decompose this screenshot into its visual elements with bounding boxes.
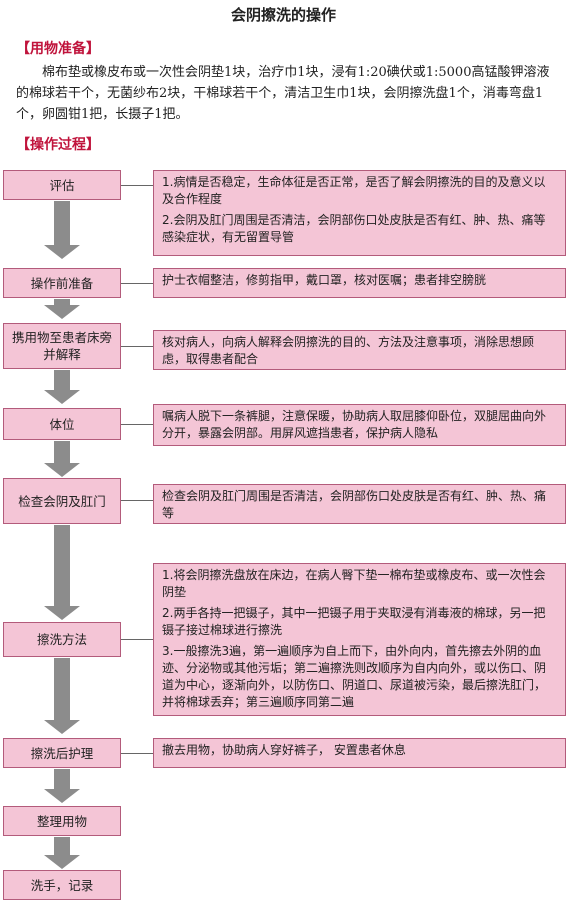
- desc-aftercare: 撤去用物，协助病人穿好裤子， 安置患者休息: [153, 738, 566, 768]
- flow-arrow-down: [44, 658, 80, 734]
- desc-line: 嘱病人脱下一条裤腿，注意保暖，协助病人取屈膝仰卧位，双腿屈曲向外分开，暴露会阴部…: [162, 409, 547, 440]
- flow-arrow-down: [44, 525, 80, 620]
- connector-line: [121, 639, 153, 640]
- flow-arrow-down: [44, 370, 80, 404]
- desc-line: 护士衣帽整洁，修剪指甲，戴口罩，核对医嘱；患者排空膀胱: [162, 273, 487, 287]
- desc-preparation: 护士衣帽整洁，修剪指甲，戴口罩，核对医嘱；患者排空膀胱: [153, 268, 566, 298]
- connector-line: [121, 185, 153, 186]
- process-header: 【操作过程】: [16, 137, 100, 153]
- step-position: 体位: [3, 408, 121, 440]
- connector-line: [121, 424, 153, 425]
- desc-assessment: 1.病情是否稳定，生命体征是否正常，是否了解会阴擦洗的目的及意义以及合作程度 2…: [153, 170, 566, 256]
- step-scrub-method: 擦洗方法: [3, 622, 121, 657]
- step-inspect: 检查会阴及肛门: [3, 478, 121, 524]
- desc-line: 检查会阴及肛门周围是否清洁，会阴部伤口处皮肤是否有红、肿、热、痛等: [162, 489, 547, 520]
- step-wash-record: 洗手，记录: [3, 870, 121, 900]
- desc-line: 1.将会阴擦洗盘放在床边，在病人臀下垫一棉布垫或橡皮布、或一次性会阴垫: [162, 568, 546, 599]
- desc-scrub-method: 1.将会阴擦洗盘放在床边，在病人臀下垫一棉布垫或橡皮布、或一次性会阴垫 2.两手…: [153, 563, 566, 716]
- flow-arrow-down: [44, 837, 80, 869]
- materials-header: 【用物准备】: [16, 41, 100, 57]
- desc-line: 撤去用物，协助病人穿好裤子， 安置患者休息: [162, 743, 406, 757]
- flow-arrow-down: [44, 769, 80, 803]
- desc-position: 嘱病人脱下一条裤腿，注意保暖，协助病人取屈膝仰卧位，双腿屈曲向外分开，暴露会阴部…: [153, 404, 566, 446]
- step-tidy: 整理用物: [3, 806, 121, 836]
- connector-line: [121, 753, 153, 754]
- step-preparation: 操作前准备: [3, 268, 121, 298]
- desc-line: 1.病情是否稳定，生命体征是否正常，是否了解会阴擦洗的目的及意义以及合作程度: [162, 175, 546, 206]
- step-aftercare: 擦洗后护理: [3, 738, 121, 768]
- materials-text: 棉布垫或橡皮布或一次性会阴垫1块，治疗巾1块，浸有1:20碘伏或1:5000高锰…: [16, 65, 550, 122]
- page-title: 会阴擦洗的操作: [230, 6, 336, 24]
- flow-arrow-down: [44, 299, 80, 319]
- step-explain: 携用物至患者床旁并解释: [3, 323, 121, 369]
- desc-line: 2.会阴及肛门周围是否清洁，会阴部伤口处皮肤是否有红、肿、热、痛等感染症状，有无…: [162, 213, 546, 244]
- desc-explain: 核对病人，向病人解释会阴擦洗的目的、方法及注意事项，消除思想顾虑，取得患者配合: [153, 330, 566, 370]
- desc-line: 3.一般擦洗3遍，第一遍顺序为自上而下，由外向内，首先擦去外阴的血迹、分泌物或其…: [162, 644, 547, 709]
- desc-line: 核对病人，向病人解释会阴擦洗的目的、方法及注意事项，消除思想顾虑，取得患者配合: [162, 335, 535, 366]
- desc-inspect: 检查会阴及肛门周围是否清洁，会阴部伤口处皮肤是否有红、肿、热、痛等: [153, 484, 566, 524]
- connector-line: [121, 500, 153, 501]
- flow-arrow-down: [44, 201, 80, 259]
- connector-line: [121, 283, 153, 284]
- connector-line: [121, 346, 153, 347]
- desc-line: 2.两手各持一把镊子，其中一把镊子用于夹取浸有消毒液的棉球，另一把镊子接过棉球进…: [162, 606, 546, 637]
- flow-arrow-down: [44, 441, 80, 477]
- step-assessment: 评估: [3, 170, 121, 200]
